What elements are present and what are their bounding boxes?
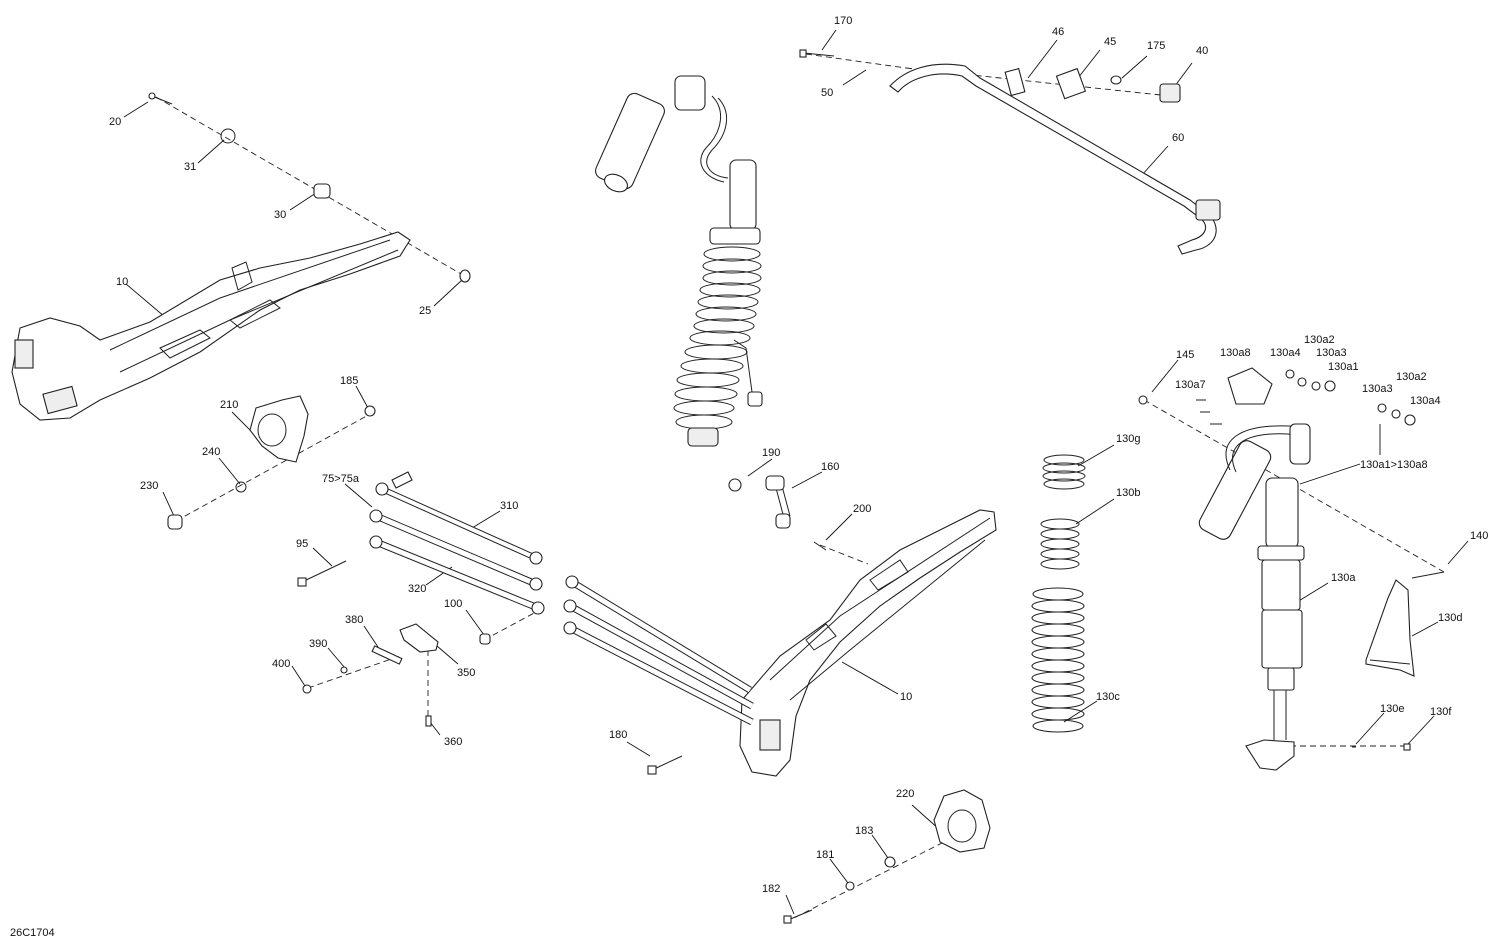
callout-200: 200 <box>853 503 871 515</box>
callout-60: 60 <box>1172 132 1184 144</box>
callout-130a3-side: 130a3 <box>1362 383 1393 395</box>
callout-160: 160 <box>821 461 839 473</box>
control-arms-left <box>297 471 545 645</box>
boot-130d <box>1365 579 1415 677</box>
callout-95: 95 <box>296 538 308 550</box>
bracket-350 <box>302 623 439 727</box>
callout-220: 220 <box>896 788 914 800</box>
callout-400: 400 <box>272 658 290 670</box>
spring-130g <box>1042 454 1086 490</box>
trailing-arm-right <box>563 509 997 777</box>
callout-130a2-top: 130a2 <box>1304 334 1335 346</box>
callout-30: 30 <box>274 209 286 221</box>
callout-230: 230 <box>140 480 158 492</box>
callout-190: 190 <box>762 447 780 459</box>
callout-310: 310 <box>500 500 518 512</box>
callout-183: 183 <box>855 825 873 837</box>
callout-130c: 130c <box>1096 691 1120 703</box>
rear-shock-absorber <box>595 75 763 447</box>
stabilizer-link <box>728 475 827 551</box>
callout-130a7: 130a7 <box>1175 379 1206 391</box>
callout-145: 145 <box>1176 349 1194 361</box>
callout-185: 185 <box>340 375 358 387</box>
callout-130a3-top: 130a3 <box>1316 347 1347 359</box>
hub-210 <box>167 395 376 530</box>
spring-130b <box>1040 518 1080 570</box>
callout-46: 46 <box>1052 26 1064 38</box>
callout-25: 25 <box>419 305 431 317</box>
callout-140: 140 <box>1470 530 1488 542</box>
callout-170: 170 <box>834 15 852 27</box>
callout-175: 175 <box>1147 40 1165 52</box>
callout-75-75a: 75>75a <box>322 473 360 485</box>
callout-380: 380 <box>345 614 363 626</box>
callout-130b: 130b <box>1116 487 1140 499</box>
callout-320: 320 <box>408 583 426 595</box>
callout-100: 100 <box>444 598 462 610</box>
callout-labels: 170 46 45 175 40 50 60 20 31 30 25 10 18… <box>109 15 1488 895</box>
callout-130f: 130f <box>1430 706 1452 718</box>
callout-181: 181 <box>816 849 834 861</box>
callout-130a4-top: 130a4 <box>1270 347 1301 359</box>
callout-182: 182 <box>762 883 780 895</box>
callout-130a1: 130a1 <box>1328 361 1359 373</box>
callout-130e: 130e <box>1380 703 1404 715</box>
callout-210: 210 <box>220 399 238 411</box>
callout-240: 240 <box>202 446 220 458</box>
callout-130g: 130g <box>1116 433 1140 445</box>
callout-31: 31 <box>184 161 196 173</box>
hub-220 <box>783 789 991 924</box>
callout-130a: 130a <box>1331 572 1356 584</box>
callout-10-left: 10 <box>116 276 128 288</box>
trailing-arm-left <box>11 92 471 421</box>
callout-20: 20 <box>109 116 121 128</box>
callout-45: 45 <box>1104 36 1116 48</box>
callout-130a1-130a8: 130a1>130a8 <box>1360 459 1428 471</box>
callout-180: 180 <box>609 729 627 741</box>
callout-130a4-side: 130a4 <box>1410 395 1441 407</box>
callout-130a2-side: 130a2 <box>1396 371 1427 383</box>
callout-390: 390 <box>309 638 327 650</box>
document-id: 26C1704 <box>10 927 55 939</box>
spring-130c <box>1031 587 1085 733</box>
shock-130a <box>1138 367 1445 771</box>
callout-350: 350 <box>457 667 475 679</box>
callout-130d: 130d <box>1438 612 1462 624</box>
sway-bar <box>799 49 1221 255</box>
callout-10-right: 10 <box>900 691 912 703</box>
callout-130a8: 130a8 <box>1220 347 1251 359</box>
callout-40: 40 <box>1196 45 1208 57</box>
callout-50: 50 <box>821 87 833 99</box>
callout-360: 360 <box>444 736 462 748</box>
